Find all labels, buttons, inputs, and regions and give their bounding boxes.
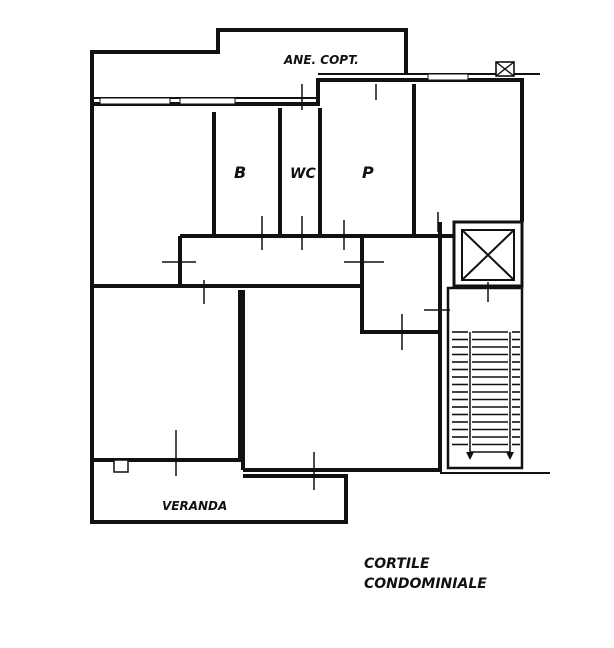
bathroom-room: [212, 108, 282, 250]
stairs-icon: [446, 286, 524, 470]
label-courtyard-line1: CORTILE: [364, 556, 430, 572]
label-wc: WC: [290, 166, 316, 182]
living-room-left: [92, 280, 242, 476]
elevator-shaft-icon: [452, 220, 524, 302]
chimney-icon: [495, 61, 515, 77]
apartment-outer-wall: [90, 78, 550, 474]
room-p: [343, 84, 416, 250]
label-p: P: [362, 163, 374, 182]
living-room-right: [241, 290, 315, 490]
entrance-hall: [360, 236, 450, 350]
top-windows: [99, 73, 469, 105]
wc-room: [301, 84, 322, 250]
label-annex: ANE. COPT.: [283, 53, 359, 67]
veranda: [90, 459, 348, 524]
corridor: [92, 234, 454, 288]
label-bath: B: [234, 163, 246, 182]
label-courtyard-line2: CONDOMINIALE: [364, 576, 487, 592]
label-veranda: VERANDA: [162, 499, 227, 513]
